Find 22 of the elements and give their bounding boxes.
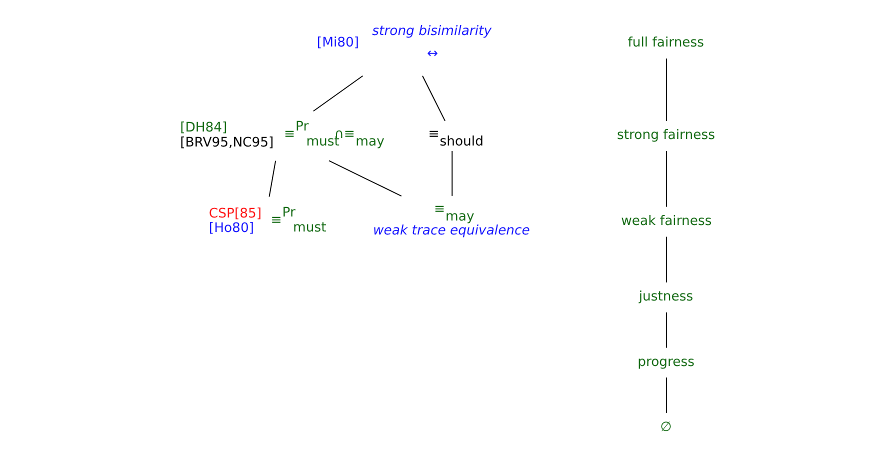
node-text: justness [638,290,693,305]
node-label: [BRV95,NC95] [180,135,274,150]
connector [665,377,666,414]
node-label: [DH84] [180,120,227,136]
node-label: [Ho80] [208,221,254,236]
node-text: strong bisimilarity ↔ [372,24,492,62]
connector [422,75,446,122]
node-label: CSP[85] [208,206,262,222]
connector [451,150,452,196]
connector [665,150,666,208]
node-text: full fairness [627,36,704,51]
connector [312,75,363,112]
connector [665,58,666,122]
connector [665,312,666,348]
node-text: weak fairness [620,214,712,229]
node-text: ∅ [660,420,672,435]
connector [268,160,276,198]
node-text: strong fairness [616,128,714,144]
connector [665,236,666,283]
node-label: [Mi80] [316,36,359,51]
node-text: progress [637,354,694,370]
connector [328,160,402,197]
